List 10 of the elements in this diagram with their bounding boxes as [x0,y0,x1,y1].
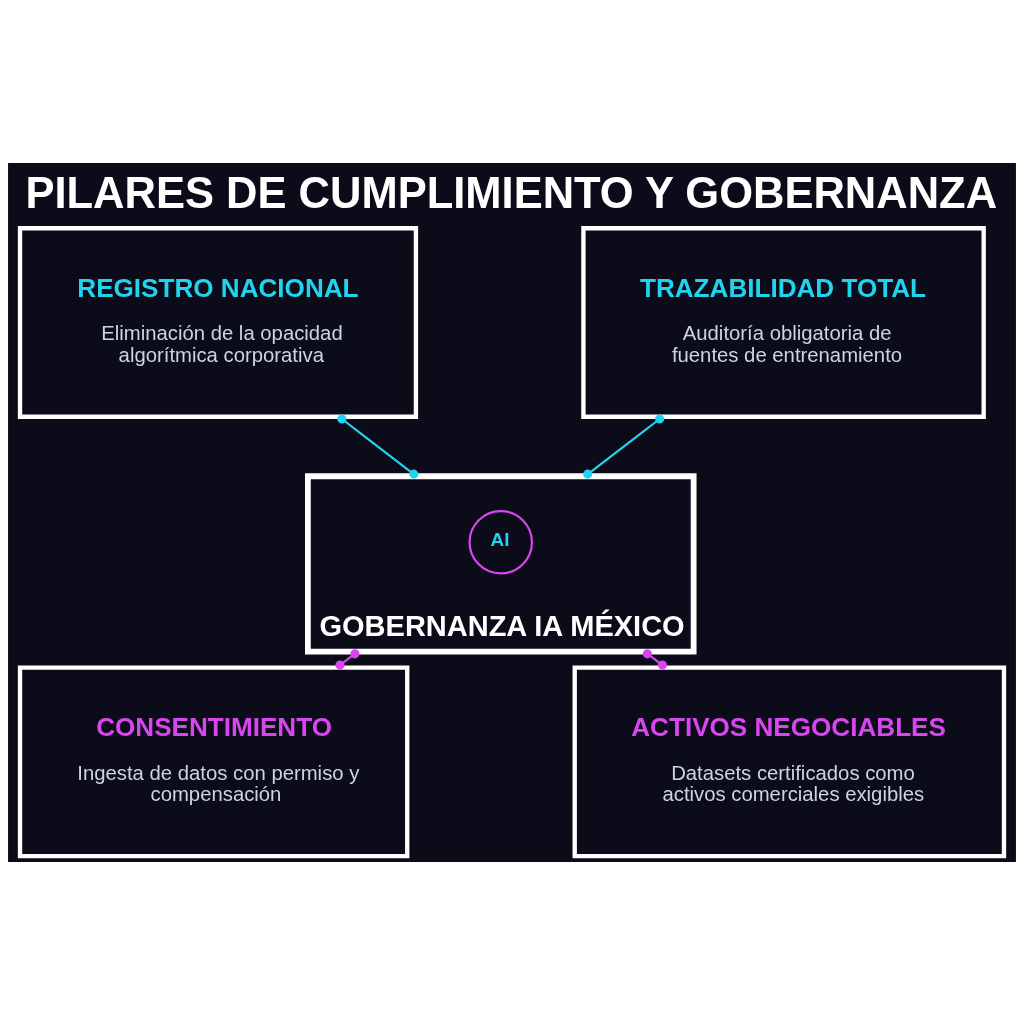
node-box: REGISTRO NACIONAL Eliminación de la opacidad algorítmica corporativa [17,225,419,419]
node-box: CONSENTIMIENTO Ingesta de datos con permiso y compensación [17,665,410,858]
connector [335,648,360,670]
connector [642,648,667,670]
node-circle: AI [468,509,534,574]
node-box: TRAZABILIDAD TOTAL Auditoría obligatoria de fuentes de entrenamiento [581,225,986,419]
node-box: ACTIVOS NEGOCIABLES Datasets certificados como activos comerciales exigibles [572,665,1007,858]
connector [337,413,419,479]
connector [583,413,665,479]
diagram-title: PILARES DE CUMPLIMIENTO Y GOBERNANZA [25,168,998,217]
